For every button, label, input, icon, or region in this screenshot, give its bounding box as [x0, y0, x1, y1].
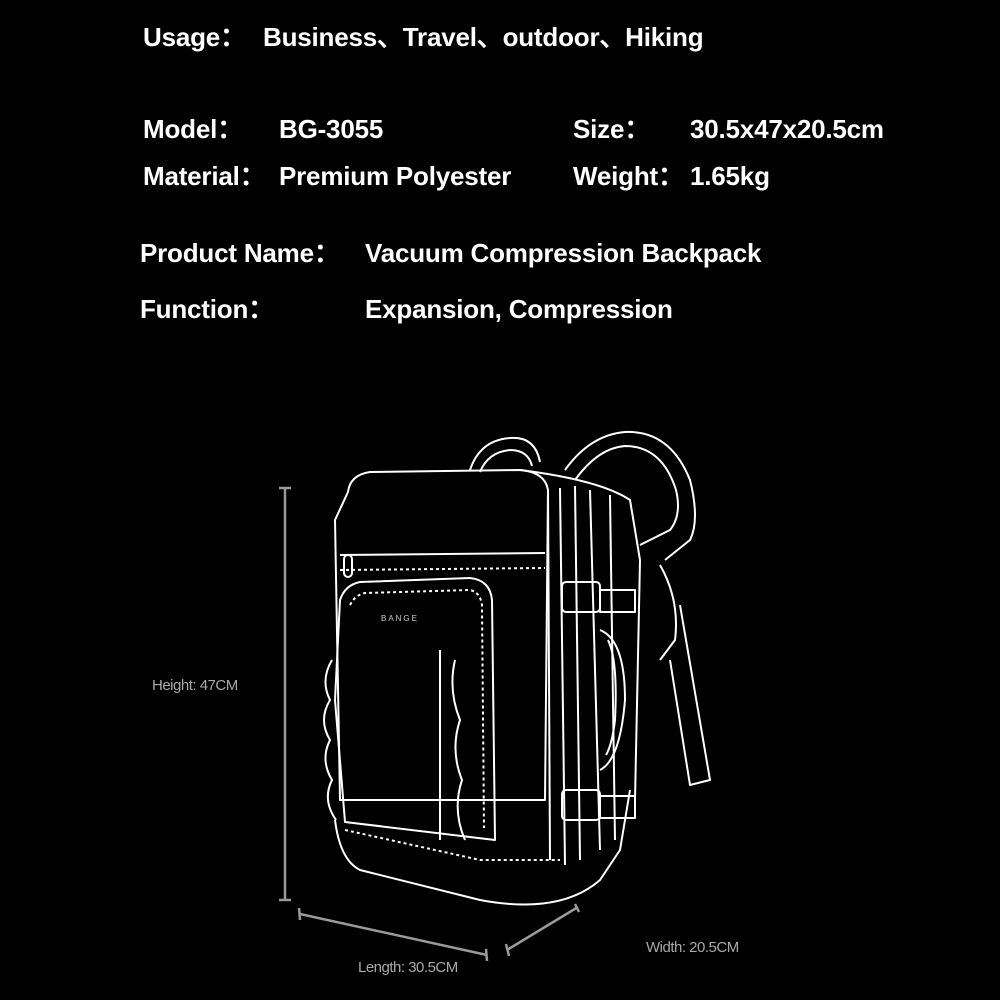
product-name-value: Vacuum Compression Backpack [365, 238, 762, 268]
length-label: Length: 30.5CM [358, 959, 458, 976]
size-value: 30.5x47x20.5cm [690, 114, 884, 144]
weight-value: 1.65kg [690, 161, 770, 191]
weight-label: Weight： [573, 161, 684, 191]
brand-logo: BANGE [381, 614, 419, 623]
model-value: BG-3055 [279, 114, 384, 144]
length-line [299, 912, 488, 957]
dimension-lines [279, 486, 581, 962]
height-label: Height: 47CM [152, 677, 238, 694]
function-label: Function： [140, 294, 274, 324]
material-value: Premium Polyester [279, 161, 512, 191]
buckle-bottom [561, 789, 601, 821]
material-label: Material： [143, 161, 266, 191]
usage-label: Usage： [143, 22, 246, 52]
size-label: Size： [573, 114, 651, 144]
width-label: Width: 20.5CM [646, 939, 739, 956]
width-line [506, 905, 579, 952]
product-name-label: Product Name： [140, 238, 340, 268]
buckle-top [561, 581, 601, 613]
function-value: Expansion, Compression [365, 294, 673, 324]
model-label: Model： [143, 114, 243, 144]
usage-value: Business、Travel、outdoor、Hiking [263, 22, 704, 52]
backpack-outline [323, 430, 711, 906]
